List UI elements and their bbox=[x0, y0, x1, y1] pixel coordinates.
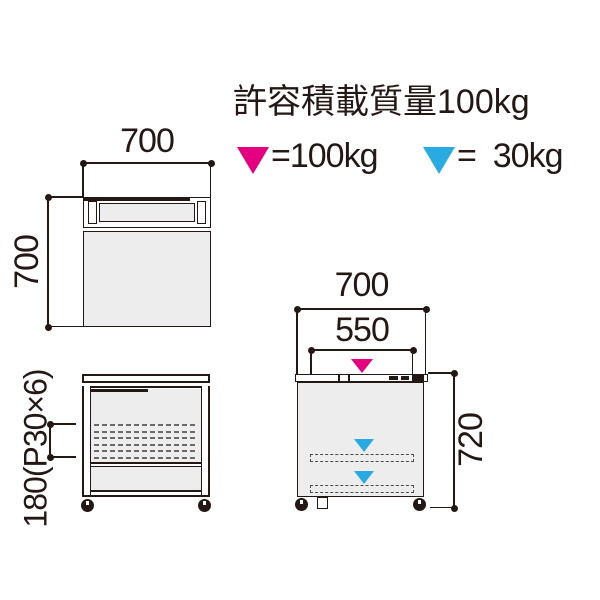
dimension-line bbox=[311, 349, 413, 351]
extension-line bbox=[428, 372, 454, 374]
caster-wheel-icon bbox=[413, 498, 426, 511]
adjuster-foot bbox=[317, 497, 328, 509]
rail-under-line bbox=[82, 386, 210, 388]
extension-line bbox=[430, 506, 454, 509]
load-100kg-triangle-icon bbox=[237, 147, 269, 174]
extension-line bbox=[209, 163, 212, 197]
pitch-hole-row bbox=[94, 456, 198, 459]
pitch-hole-row bbox=[94, 424, 198, 426]
rail-fitting-mark bbox=[389, 376, 398, 380]
extension-line bbox=[424, 309, 427, 374]
dimension-line bbox=[49, 424, 51, 457]
extension-line bbox=[48, 196, 83, 198]
frame-post bbox=[82, 386, 91, 497]
side-view-height-label: 720 bbox=[452, 413, 490, 467]
extension-line bbox=[50, 423, 76, 425]
rail-fitting-mark bbox=[412, 375, 424, 381]
pitch-hole-row bbox=[94, 437, 198, 439]
dimension-line bbox=[453, 373, 455, 508]
side-view-inner-width-label: 550 bbox=[335, 311, 390, 349]
top-view-width-label: 700 bbox=[120, 122, 175, 160]
page-title: 許容積載質量100kg bbox=[233, 83, 530, 121]
shelf-load-triangle-icon bbox=[354, 471, 374, 484]
front-view-top-rail bbox=[82, 374, 210, 383]
top-view-surface bbox=[83, 231, 211, 327]
shelf-dashed-outline bbox=[310, 485, 414, 493]
dimension-dot bbox=[450, 369, 458, 377]
dimension-line bbox=[297, 308, 426, 310]
legend-label-100kg: =100kg bbox=[271, 137, 378, 175]
rail-inner-strip bbox=[99, 203, 195, 222]
top-view-depth-label: 700 bbox=[8, 235, 46, 289]
top-surface-load-triangle-icon bbox=[351, 359, 373, 373]
caster-wheel-icon bbox=[198, 499, 211, 512]
shelf-load-triangle-icon bbox=[354, 439, 374, 452]
shelf-dashed-outline bbox=[310, 454, 414, 462]
caster-wheel-icon bbox=[295, 498, 308, 511]
frame-post bbox=[197, 201, 206, 224]
shelf-rail-line bbox=[91, 462, 201, 464]
dimension-line bbox=[83, 162, 211, 164]
dimension-line bbox=[47, 197, 49, 327]
extension-line bbox=[82, 163, 84, 197]
dimension-dot bbox=[450, 504, 458, 512]
base-rail-line bbox=[91, 490, 201, 492]
extension-line bbox=[310, 350, 312, 374]
side-view-top-rail bbox=[295, 374, 428, 382]
rail-joint-mark bbox=[338, 374, 340, 382]
base-edge-line bbox=[82, 495, 210, 498]
legend-label-30kg: = 30kg bbox=[457, 137, 563, 175]
extension-line bbox=[50, 456, 76, 458]
load-30kg-triangle-icon bbox=[423, 147, 455, 174]
front-view-pitch-label: 180(P30×6) bbox=[17, 369, 54, 528]
rail-joint-mark bbox=[348, 374, 350, 382]
caster-wheel-icon bbox=[81, 499, 94, 512]
pitch-hole-row bbox=[94, 443, 198, 446]
shelf-rail-line bbox=[91, 465, 201, 468]
pitch-hole-row bbox=[94, 450, 198, 452]
pitch-hole-row bbox=[94, 430, 198, 433]
side-view-outer-width-label: 700 bbox=[334, 266, 390, 304]
rail-fitting-mark bbox=[401, 376, 409, 380]
panel-seam-line bbox=[83, 197, 190, 201]
panel-seam-line bbox=[91, 389, 148, 392]
front-view-lower-panel bbox=[91, 467, 201, 490]
frame-post bbox=[201, 386, 210, 497]
frame-post bbox=[88, 201, 97, 224]
extension-line bbox=[411, 350, 414, 374]
extension-line bbox=[296, 309, 298, 374]
extension-line bbox=[48, 325, 83, 328]
